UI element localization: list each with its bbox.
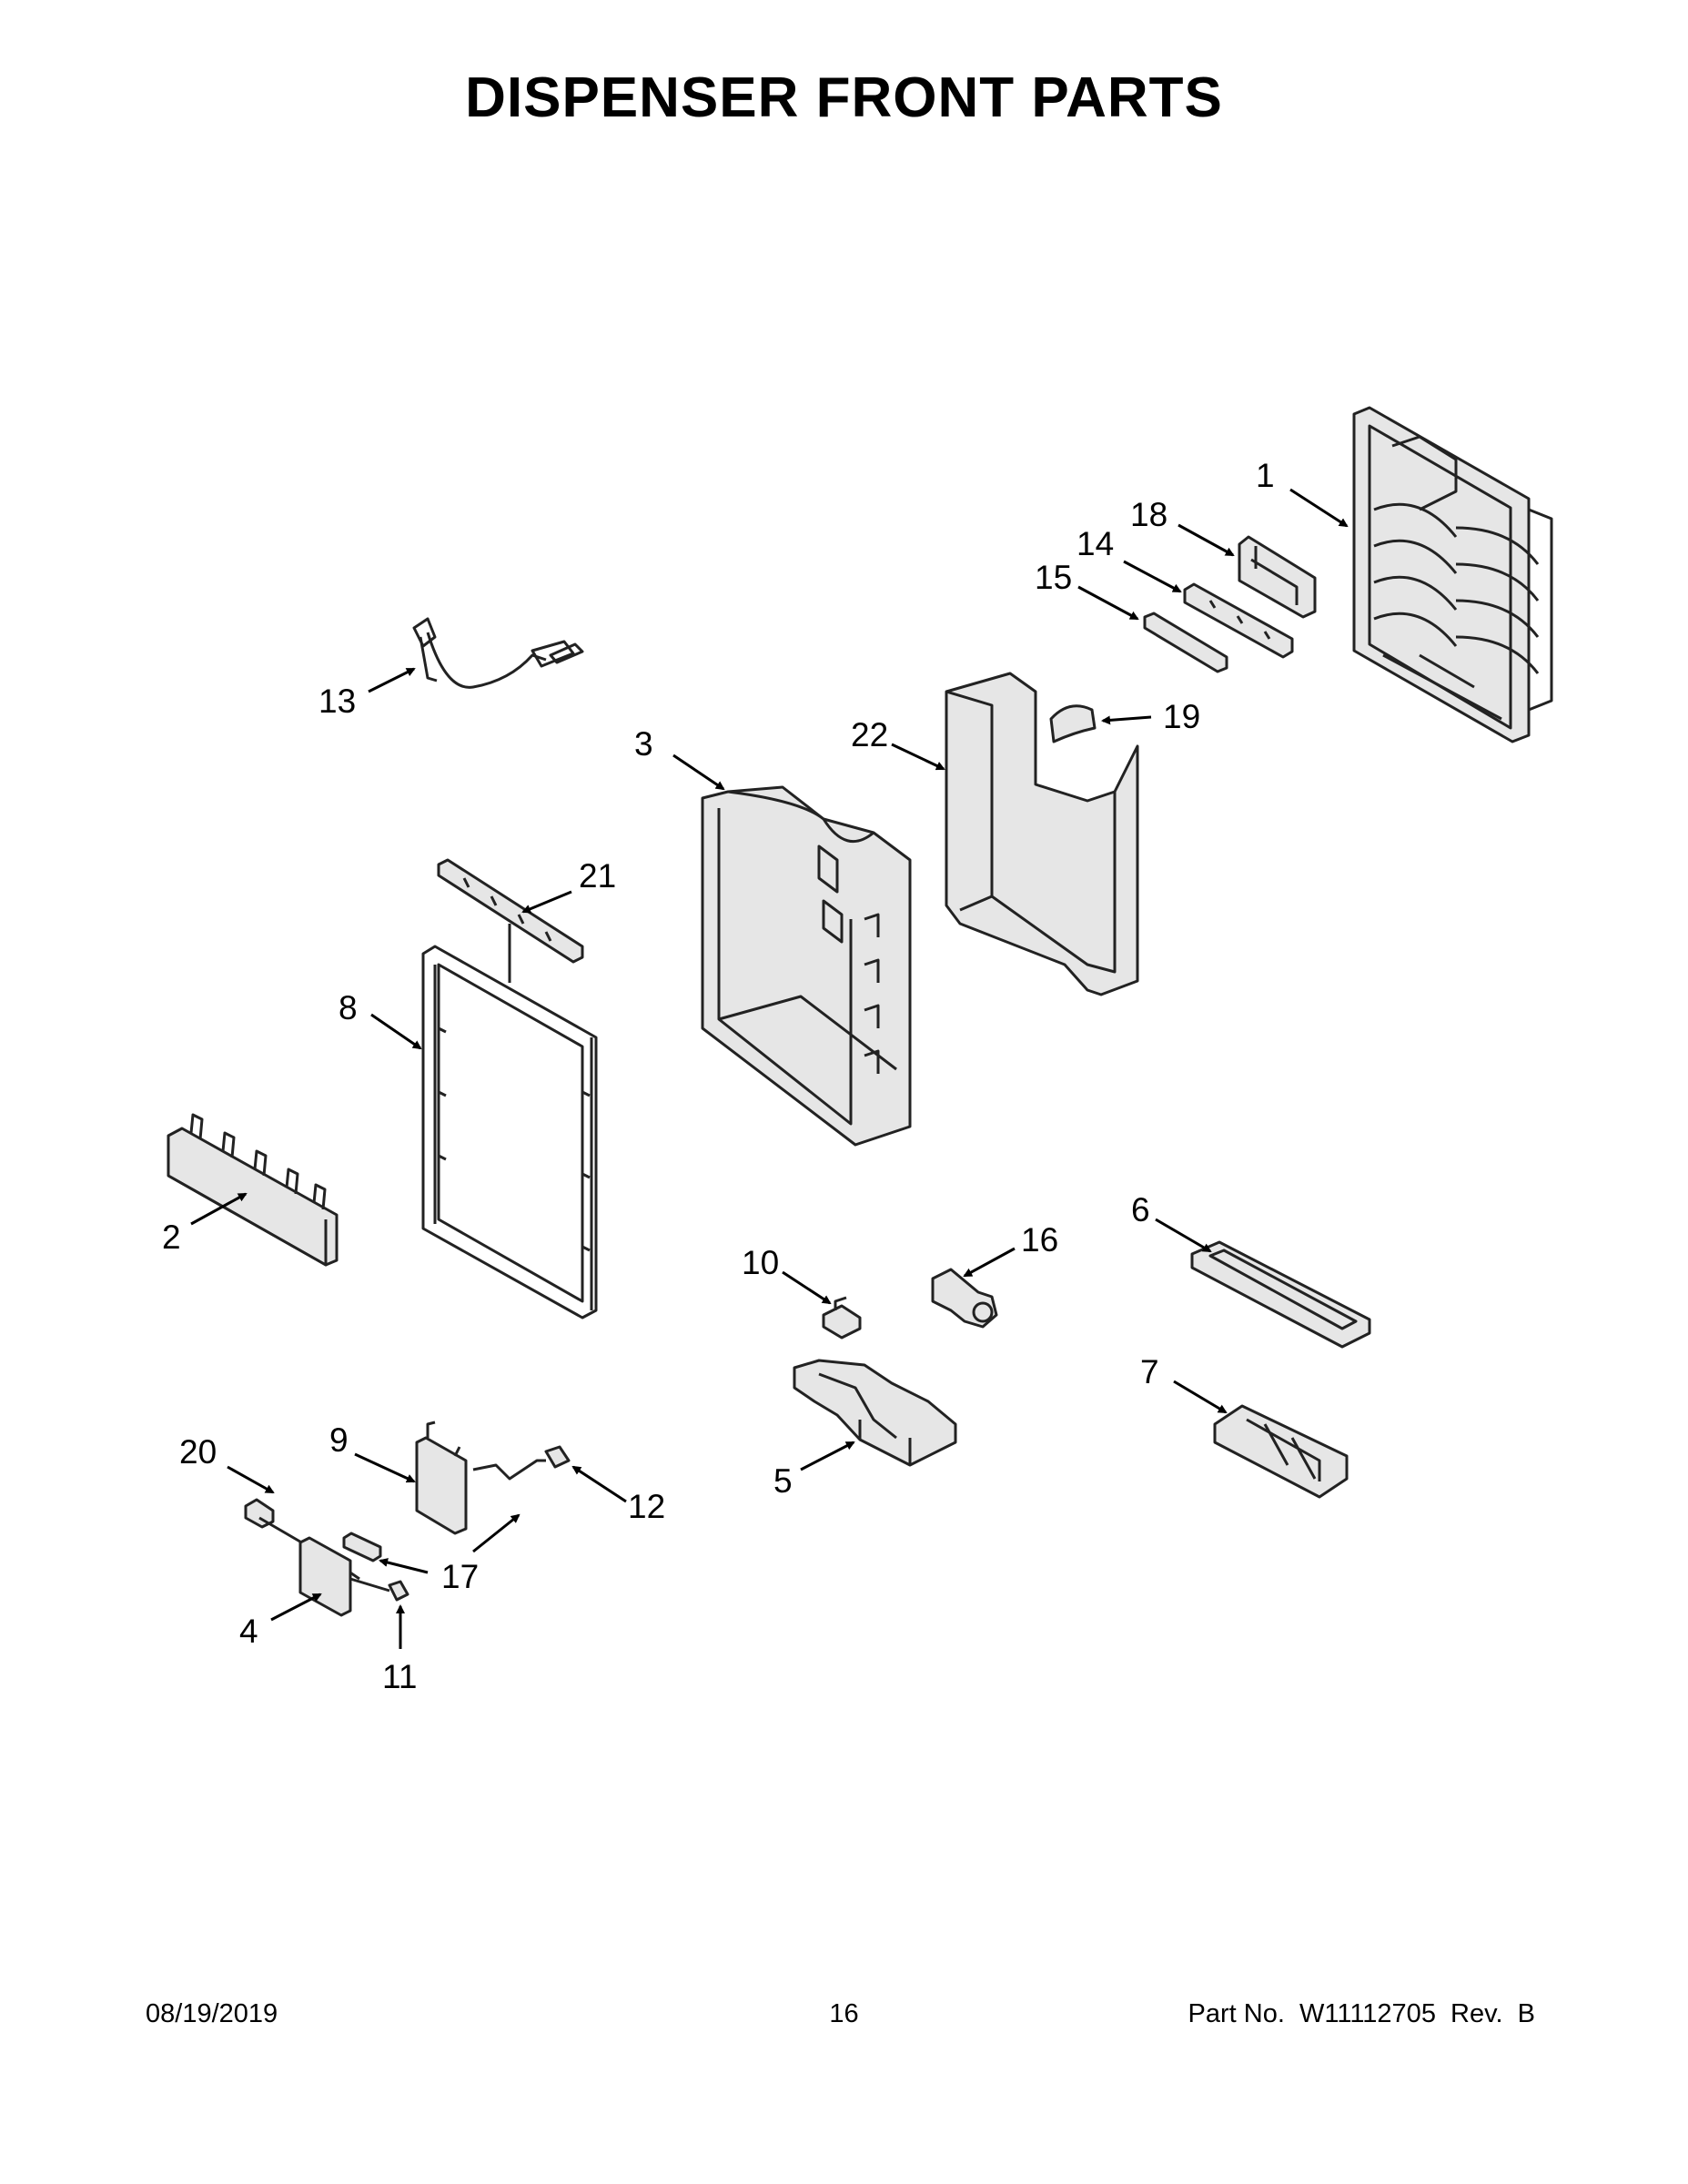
part-6-tray xyxy=(1190,1240,1371,1349)
callout-15: 15 xyxy=(1035,559,1072,596)
part-15-strip xyxy=(1143,612,1228,673)
part-17-bar xyxy=(342,1532,382,1562)
part-14-board xyxy=(1183,582,1294,659)
part-3-front-housing xyxy=(701,785,912,1147)
callout-10: 10 xyxy=(742,1244,779,1281)
page-title: DISPENSER FRONT PARTS xyxy=(465,66,1223,129)
footer-date: 08/19/2019 xyxy=(146,1999,278,2028)
part-11-spring xyxy=(349,1577,409,1602)
callout-7: 7 xyxy=(1140,1353,1159,1390)
part-22-cover xyxy=(945,672,1139,996)
callout-21: 21 xyxy=(579,857,616,895)
part-8-frame xyxy=(421,945,598,1320)
part-16-actuator xyxy=(931,1268,998,1329)
leader-lines xyxy=(190,488,1349,1649)
callout-22: 22 xyxy=(851,716,888,753)
callout-6: 6 xyxy=(1131,1191,1150,1228)
callout-1: 1 xyxy=(1256,457,1275,494)
callout-18: 18 xyxy=(1130,496,1167,533)
callout-12: 12 xyxy=(628,1488,665,1525)
part-7-grille xyxy=(1213,1404,1349,1499)
callout-11: 11 xyxy=(382,1658,417,1695)
part-12-connector xyxy=(472,1445,571,1481)
callout-19: 19 xyxy=(1163,698,1200,735)
callout-17: 17 xyxy=(441,1558,479,1595)
part-1-housing xyxy=(1352,406,1553,743)
callout-9: 9 xyxy=(329,1421,349,1459)
callout-5: 5 xyxy=(773,1462,793,1500)
part-10-switch xyxy=(822,1296,862,1340)
part-21-strip xyxy=(437,858,584,983)
part-13-wire-harness xyxy=(412,617,584,689)
callout-20: 20 xyxy=(179,1433,217,1471)
part-2-panel xyxy=(167,1113,339,1267)
callout-8: 8 xyxy=(339,989,358,1026)
callout-14: 14 xyxy=(1076,525,1114,562)
footer-page-number: 16 xyxy=(829,1999,859,2028)
callout-13: 13 xyxy=(318,682,356,720)
callout-3: 3 xyxy=(634,725,653,763)
part-20-clip xyxy=(244,1498,275,1529)
callout-2: 2 xyxy=(162,1218,181,1256)
callout-labels: 1 2 3 4 5 6 7 8 9 10 11 12 13 14 15 16 1… xyxy=(162,457,1275,1695)
footer-part-number: Part No. W11112705 Rev. B xyxy=(1188,1999,1535,2028)
part-18-bracket xyxy=(1238,535,1317,619)
callout-16: 16 xyxy=(1021,1221,1058,1259)
part-9-paddle xyxy=(415,1421,468,1535)
part-19-cap xyxy=(1049,704,1097,743)
part-5-housing xyxy=(793,1359,957,1467)
callout-4: 4 xyxy=(239,1613,258,1650)
